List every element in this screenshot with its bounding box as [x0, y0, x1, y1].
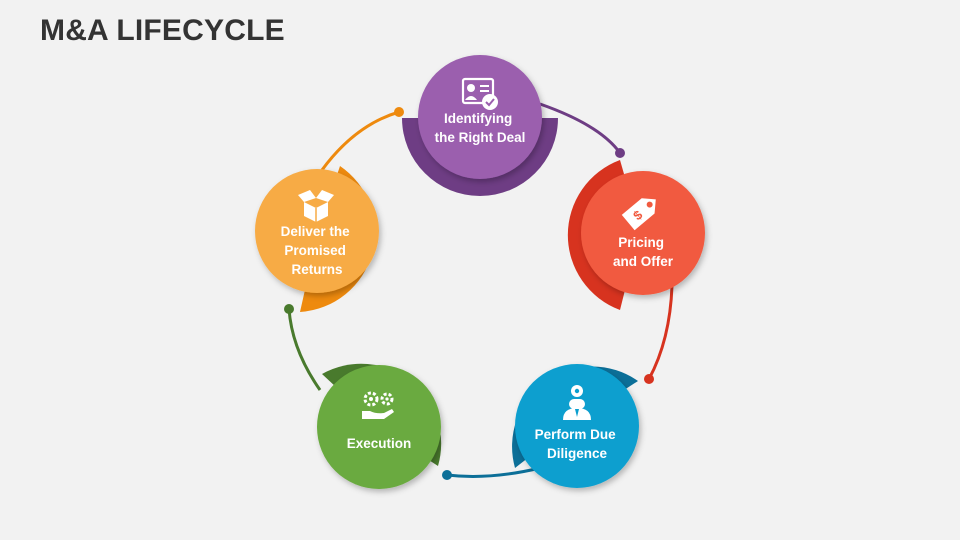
- step-4-label: Execution: [347, 436, 412, 451]
- connectors: [284, 102, 674, 480]
- connector-1-2: [539, 102, 622, 154]
- connector-4-5: [287, 308, 322, 391]
- step-5-label: Deliver the Promised Returns: [281, 224, 354, 277]
- step-pricing-offer: $ Pricing and Offer: [567, 160, 705, 310]
- analyst-icon: [563, 385, 591, 420]
- step-deliver-returns: Deliver the Promised Returns: [255, 166, 379, 312]
- step-execution: Execution: [317, 363, 442, 489]
- connector-2-3: [647, 285, 674, 380]
- step-3-label: Perform Due Diligence: [535, 427, 620, 461]
- step-due-diligence: Perform Due Diligence: [512, 364, 639, 488]
- connector-dot-3-4: [442, 470, 452, 480]
- connector-dot-1-2: [615, 148, 625, 158]
- connector-dot-2-3: [644, 374, 654, 384]
- gears-hand-icon: [362, 391, 394, 419]
- step-2-circle: [581, 171, 705, 295]
- step-3-circle: [515, 364, 639, 488]
- profile-card-check-icon: [461, 77, 498, 110]
- step-1-circle: [418, 55, 542, 179]
- page-title: M&A LIFECYCLE: [40, 14, 285, 47]
- connector-dot-4-5: [284, 304, 294, 314]
- connector-5-1: [320, 110, 400, 171]
- connector-3-4: [446, 466, 541, 478]
- step-5-circle: [255, 169, 379, 293]
- open-box-icon: [298, 190, 334, 222]
- connector-dot-5-1: [394, 107, 404, 117]
- price-tag-icon: $: [621, 198, 656, 231]
- step-2-label: Pricing and Offer: [613, 235, 674, 269]
- step-identifying-deal: Identifying the Right Deal: [402, 55, 558, 196]
- step-4-circle: [317, 365, 441, 489]
- step-1-label: Identifying the Right Deal: [435, 111, 526, 145]
